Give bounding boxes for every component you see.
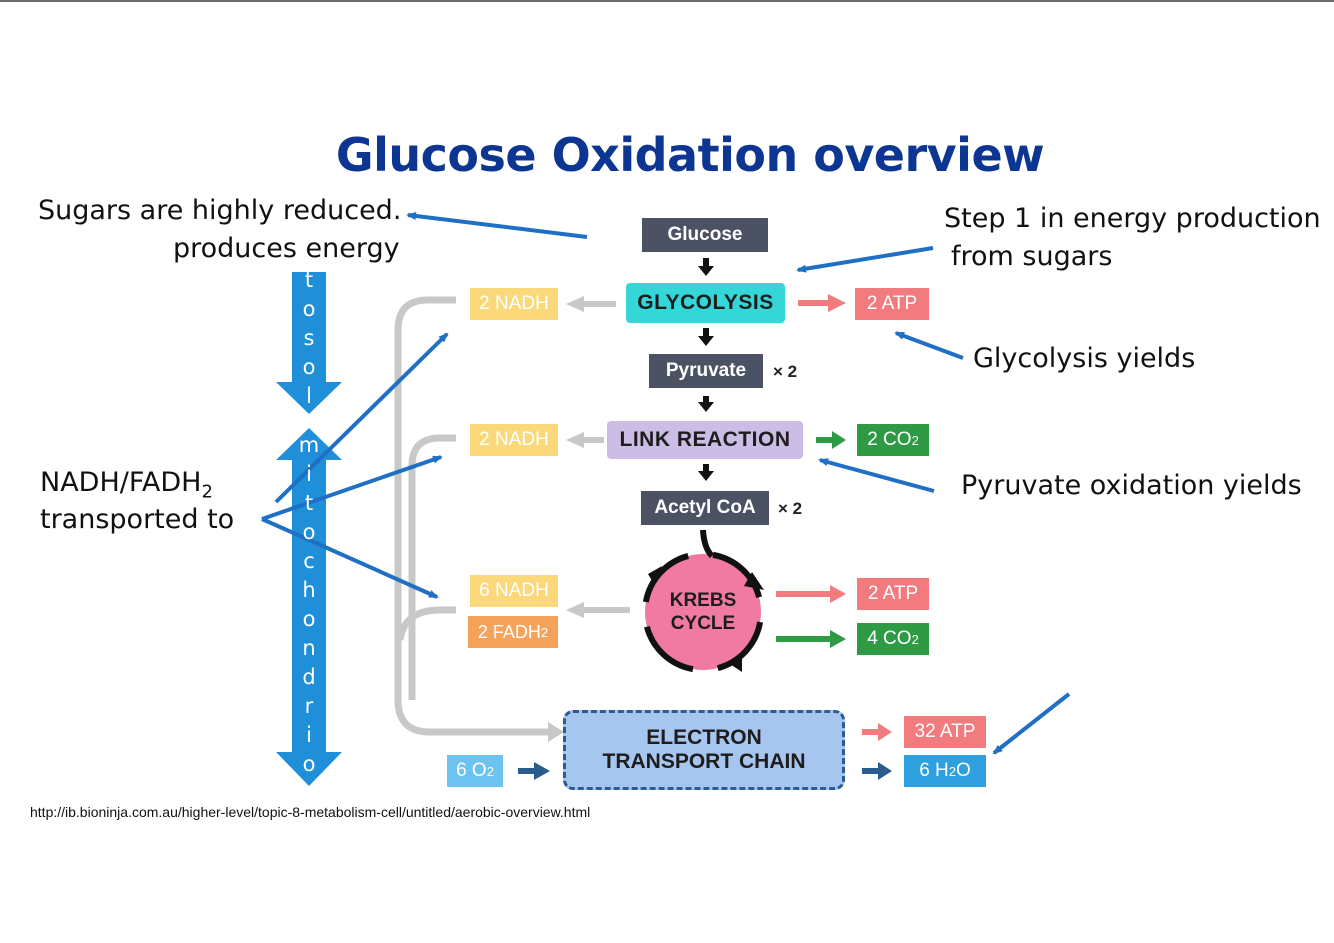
output-arrows bbox=[518, 294, 892, 780]
source-url: http://ib.bioninja.com.au/higher-level/t… bbox=[30, 804, 591, 820]
cytosol-letter: l bbox=[306, 384, 312, 408]
cytosol-letter: s bbox=[303, 326, 315, 350]
sugars-reduced-note: Sugars are highly reduced. bbox=[38, 195, 402, 226]
glycolysis-atp-box: 2 ATP bbox=[855, 288, 929, 320]
from-sugars-note: from sugars bbox=[951, 241, 1113, 272]
mitochondrion-letter: n bbox=[302, 781, 316, 805]
mitochondrion-letter: d bbox=[302, 665, 316, 689]
mitochondrion-letter: m bbox=[298, 433, 320, 457]
mitochondrion-letter: r bbox=[304, 694, 314, 718]
mitochondrion-letter: i bbox=[306, 462, 312, 486]
krebs-label-line2: CYCLE bbox=[670, 613, 736, 634]
mitochondrion-letter: n bbox=[302, 636, 316, 660]
produces-energy-note: produces energy bbox=[173, 233, 400, 264]
krebs-nadh-box: 6 NADH bbox=[470, 575, 558, 607]
h2o-text: 6 H bbox=[919, 760, 949, 781]
etc-label-line1: ELECTRON bbox=[646, 726, 762, 749]
mitochondrion-letter: h bbox=[302, 578, 316, 602]
mitochondrion-letter: t bbox=[304, 491, 314, 515]
pyruvate-oxidation-yields-note: Pyruvate oxidation yields bbox=[961, 470, 1302, 501]
glycolysis-nadh-box: 2 NADH bbox=[470, 288, 558, 320]
mitochondrion-letter: o bbox=[302, 607, 316, 631]
link-co2-text: 2 CO bbox=[867, 429, 912, 450]
subscript-2: 2 bbox=[540, 624, 549, 640]
pyruvate-multiplier: × 2 bbox=[773, 362, 798, 381]
etc-label-line2: TRANSPORT CHAIN bbox=[602, 750, 806, 773]
subscript-2: 2 bbox=[911, 631, 919, 647]
grey-arrows bbox=[566, 296, 630, 618]
subscript-2: 2 bbox=[948, 763, 957, 779]
krebs-cycle-circle bbox=[642, 529, 764, 673]
annotation-arrows bbox=[261, 212, 1071, 755]
mitochondrion-letter: i bbox=[306, 723, 312, 747]
cytosol-letter: o bbox=[302, 297, 316, 321]
krebs-fadh-text: 2 FADH bbox=[477, 621, 541, 642]
acetyl-coa-multiplier: × 2 bbox=[778, 499, 803, 518]
o2-text: 6 O bbox=[456, 760, 487, 781]
flow-down-arrows bbox=[698, 258, 714, 481]
etc-atp-box: 32 ATP bbox=[904, 716, 986, 748]
glycolysis-yields-note: Glycolysis yields bbox=[973, 343, 1196, 374]
page-title: Glucose Oxidation overview bbox=[335, 128, 1045, 182]
top-border-line bbox=[0, 0, 1334, 2]
pyruvate-box: Pyruvate bbox=[649, 354, 763, 388]
electron-transport-chain-box: ELECTRON TRANSPORT CHAIN bbox=[563, 710, 845, 790]
krebs-cycle-label: KREBS CYCLE bbox=[646, 558, 760, 666]
mitochondrion-letter: c bbox=[303, 549, 315, 573]
cytosol-letter: o bbox=[302, 355, 316, 379]
glycolysis-box: GLYCOLYSIS bbox=[626, 283, 785, 323]
krebs-atp-box: 2 ATP bbox=[857, 578, 929, 610]
link-nadh-box: 2 NADH bbox=[470, 424, 558, 456]
step1-note: Step 1 in energy production bbox=[944, 203, 1321, 234]
krebs-label-line1: KREBS bbox=[669, 590, 737, 611]
link-reaction-box: LINK REACTION bbox=[607, 421, 803, 459]
nadh-fadh2-note: NADH/FADH2 bbox=[40, 464, 213, 511]
subscript-2: 2 bbox=[911, 432, 919, 448]
glucose-box: Glucose bbox=[642, 218, 768, 252]
nadh-fadh-text: NADH/FADH bbox=[40, 467, 202, 498]
mitochondrion-letter: o bbox=[302, 520, 316, 544]
subscript-2: 2 bbox=[201, 481, 213, 503]
mitochondrion-letter: o bbox=[302, 752, 316, 776]
cytosol-arrow bbox=[276, 272, 342, 414]
krebs-co2-text: 4 CO bbox=[867, 628, 912, 649]
cytosol-letter: t bbox=[304, 268, 314, 292]
etc-input-arrowhead bbox=[548, 722, 564, 742]
transported-to-note: transported to bbox=[40, 504, 235, 535]
subscript-2: 2 bbox=[486, 763, 494, 779]
acetyl-coa-box: Acetyl CoA bbox=[641, 491, 769, 525]
h2o-tail: O bbox=[956, 760, 971, 781]
nadh-transfer-lines bbox=[394, 296, 548, 736]
